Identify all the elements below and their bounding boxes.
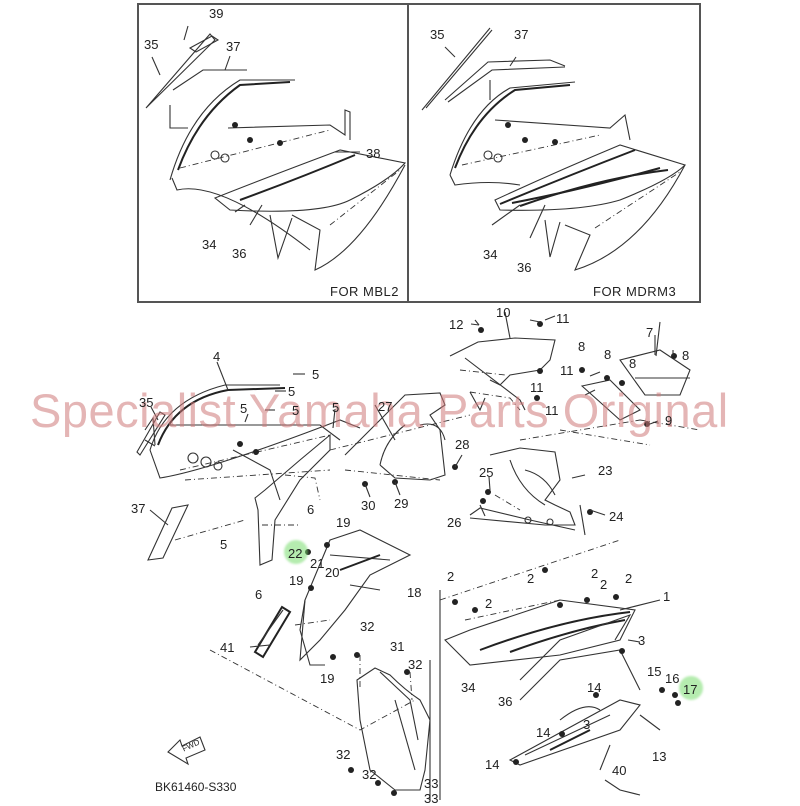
part-label-32: 32 [336,747,351,762]
part-label-5: 5 [312,367,320,382]
part-label-4: 4 [213,349,221,364]
part-label-2: 2 [600,577,608,592]
inset1-label-38: 38 [366,146,381,161]
part-label-24: 24 [609,509,624,524]
part-label-8: 8 [578,339,586,354]
inset1-label-37: 37 [226,39,241,54]
part-label-23: 23 [598,463,613,478]
highlight-22 [284,540,308,564]
part-label-33: 33 [424,791,439,806]
part-label-32: 32 [408,657,423,672]
part-label-13: 13 [652,749,667,764]
inset-mbl2 [137,3,413,303]
part-label-6: 6 [307,502,315,517]
inset-mbl2-art [145,25,407,271]
part-label-7: 7 [646,325,654,340]
part-label-16: 16 [665,671,680,686]
part-label-34: 34 [461,680,476,695]
part-label-33: 33 [424,776,439,791]
inset-caption-mbl2: FOR MBL2 [330,284,400,299]
part-label-2: 2 [447,569,455,584]
part-label-5: 5 [292,403,300,418]
part-label-30: 30 [361,498,376,513]
part-label-2: 2 [625,571,633,586]
part-label-19: 19 [320,671,335,686]
part-label-19: 19 [289,573,304,588]
part-label-19: 19 [336,515,351,530]
part-label-8: 8 [629,356,637,371]
inset2-label-36: 36 [517,260,532,275]
part-label-2: 2 [527,571,535,586]
part-label-40: 40 [612,763,627,778]
right-panels-art [439,539,681,800]
part-label-28: 28 [455,437,470,452]
part-label-9: 9 [665,413,673,428]
part-label-32: 32 [362,767,377,782]
part-label-29: 29 [394,496,409,511]
leader-lines [149,319,674,796]
part-label-22: 22 [288,546,303,561]
part-label-11: 11 [545,403,559,418]
part-label-10: 10 [496,305,511,320]
part-label-17: 17 [683,682,698,697]
part-label-8: 8 [604,347,612,362]
part-label-6: 6 [255,587,263,602]
air-duct-art [329,392,471,498]
part-label-41: 41 [220,640,235,655]
highlight-17 [679,676,703,700]
part-label-14: 14 [536,725,551,740]
inset2-label-37: 37 [514,27,529,42]
part-label-2: 2 [591,566,599,581]
part-label-11: 11 [556,311,570,326]
part-label-15: 15 [647,664,662,679]
part-label-5: 5 [288,384,296,399]
part-label-2: 2 [485,596,493,611]
part-label-36: 36 [498,694,513,709]
part-label-5: 5 [220,537,228,552]
part-label-11: 11 [560,363,574,378]
front-cowl-art [136,384,361,566]
part-label-3: 3 [638,633,646,648]
part-label-35: 35 [139,395,154,410]
part-label-32: 32 [360,619,375,634]
fwd-arrow-icon [167,736,206,766]
inset-mdrm3 [407,3,701,303]
bracket-23-art [469,429,651,536]
part-label-3: 3 [583,717,591,732]
inset1-label-35: 35 [144,37,159,52]
side-cowl-18-art [253,529,412,666]
inset2-label-34: 34 [483,247,498,262]
part-label-12: 12 [449,317,464,332]
inset2-label-35: 35 [430,27,445,42]
part-label-37: 37 [131,501,146,516]
inset1-label-36: 36 [232,246,247,261]
part-label-26: 26 [447,515,462,530]
inset1-label-34: 34 [202,237,217,252]
part-label-20: 20 [325,565,340,580]
part-label-18: 18 [407,585,422,600]
inset-caption-mdrm3: FOR MDRM3 [593,284,677,299]
upper-bracket-art [449,311,701,441]
part-label-5: 5 [332,400,340,415]
part-label-11: 11 [530,380,544,395]
part-label-25: 25 [479,465,494,480]
lower-cowl-art [209,649,431,800]
part-label-8: 8 [682,348,690,363]
part-label-1: 1 [663,589,671,604]
document-code: BK61460-S330 [155,780,237,794]
inset-mdrm3-art [421,27,687,271]
part-label-14: 14 [485,757,500,772]
inset1-label-39: 39 [209,6,224,21]
part-label-14: 14 [587,680,602,695]
part-label-27: 27 [378,399,393,414]
part-label-5: 5 [240,401,248,416]
part-label-31: 31 [390,639,405,654]
part-label-21: 21 [310,556,325,571]
